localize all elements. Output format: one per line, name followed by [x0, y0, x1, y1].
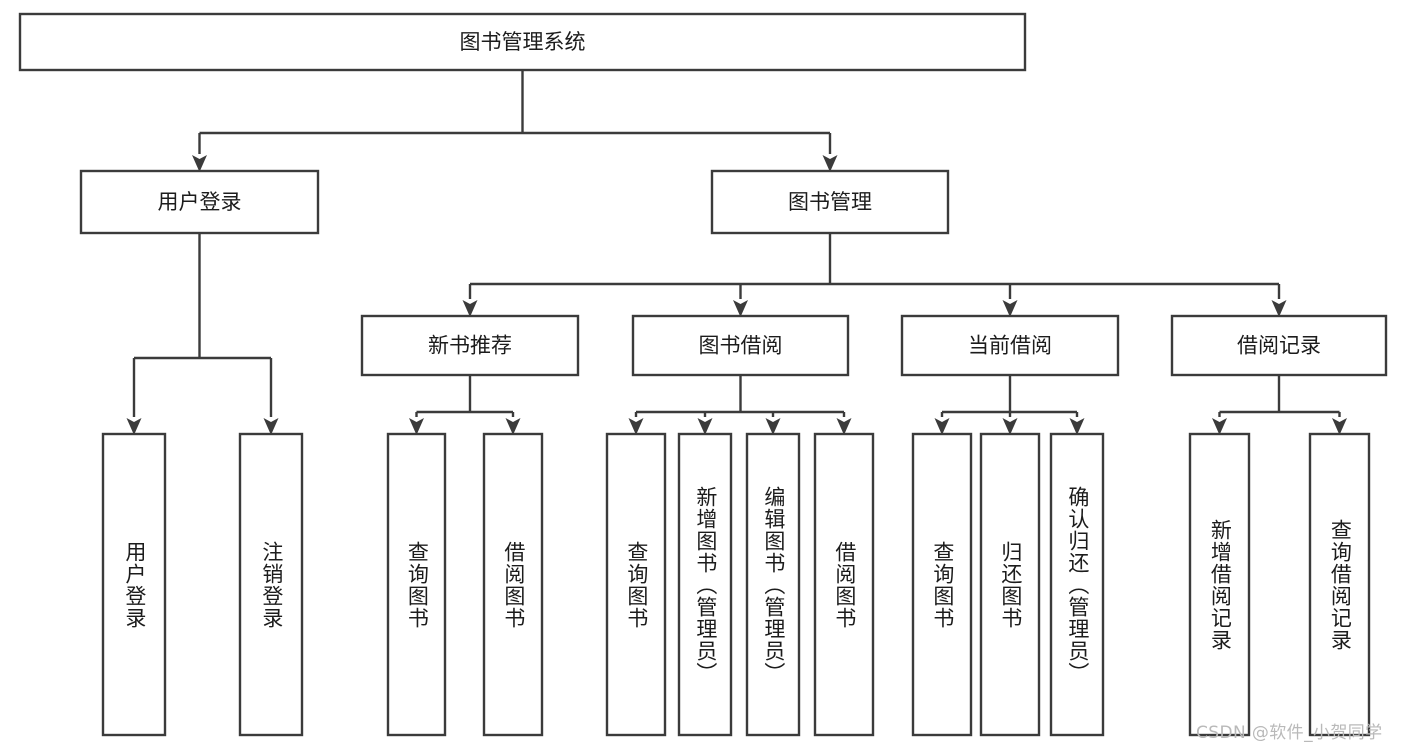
arrow-head-icon [1069, 418, 1085, 435]
arrow-head-icon [934, 418, 950, 435]
arrow-head-icon [1212, 418, 1227, 435]
node-box-root[interactable] [18, 12, 1027, 72]
node-box-leaf-bw-query[interactable] [605, 432, 667, 737]
csdn-watermark: CSDN @软件_小贺同学 [1196, 723, 1383, 743]
arrow-head-icon [628, 418, 644, 435]
node-box-leaf-user-login[interactable] [101, 432, 167, 737]
node-box-leaf-bw-add[interactable] [677, 432, 733, 737]
node-box-leaf-bw-borrow[interactable] [813, 432, 875, 737]
node-label-records: 借阅记录 [1237, 334, 1321, 358]
node-box-login[interactable] [79, 169, 320, 235]
arrow-head-icon [505, 418, 521, 435]
node-box-leaf-cu-query[interactable] [911, 432, 973, 737]
arrow-head-icon [1002, 418, 1018, 435]
arrow-head-icon [1332, 418, 1347, 435]
arrow-head-icon [126, 418, 142, 435]
node-label-root: 图书管理系统 [460, 30, 586, 54]
arrow-head-icon [462, 300, 478, 317]
node-box-leaf-nb-borrow[interactable] [482, 432, 544, 737]
arrow-head-icon [263, 418, 279, 435]
edges-layer [126, 70, 1347, 435]
node-box-leaf-rc-query[interactable] [1308, 432, 1371, 737]
arrow-head-icon [733, 300, 748, 317]
node-box-current[interactable] [900, 314, 1120, 377]
node-label-login: 用户登录 [158, 190, 242, 214]
node-label-bookmgr: 图书管理 [788, 190, 872, 214]
node-label-borrow: 图书借阅 [699, 334, 783, 358]
arrow-head-icon [822, 155, 838, 172]
node-box-leaf-bw-edit[interactable] [745, 432, 801, 737]
arrow-head-icon [409, 418, 424, 435]
node-box-leaf-rc-add[interactable] [1188, 432, 1251, 737]
node-box-records[interactable] [1170, 314, 1388, 377]
node-box-bookmgr[interactable] [710, 169, 950, 235]
arrow-head-icon [836, 418, 852, 435]
node-label-current: 当前借阅 [968, 334, 1052, 358]
node-box-leaf-cu-confirm[interactable] [1049, 432, 1105, 737]
arrow-head-icon [1002, 300, 1018, 317]
node-box-leaf-user-logout[interactable] [238, 432, 304, 737]
boxes-layer [18, 12, 1388, 737]
arrow-head-icon [192, 155, 207, 172]
node-label-newbook: 新书推荐 [428, 334, 512, 358]
node-box-leaf-nb-query[interactable] [386, 432, 447, 737]
arrow-head-icon [1271, 300, 1287, 317]
arrow-head-icon [765, 418, 781, 435]
node-box-newbook[interactable] [360, 314, 580, 377]
node-box-leaf-cu-return[interactable] [979, 432, 1041, 737]
node-box-borrow[interactable] [631, 314, 850, 377]
arrow-head-icon [697, 418, 713, 435]
